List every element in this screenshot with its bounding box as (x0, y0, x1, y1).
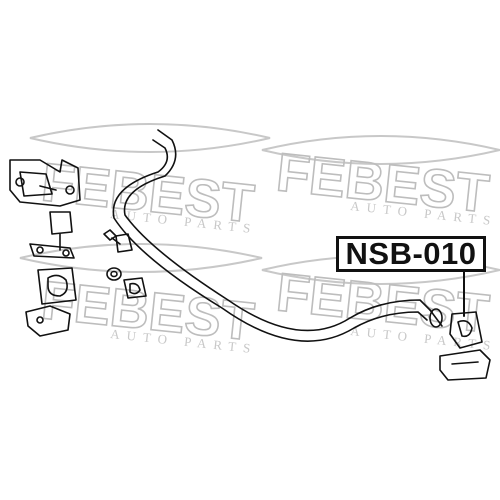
left-rubber-bushing (37, 267, 77, 305)
stabilizer-bar (123, 129, 433, 332)
watermark-emblem (261, 255, 500, 285)
left-mount-bracket (9, 159, 81, 207)
center-washer (106, 267, 122, 281)
right-stabilizer-bushing (449, 311, 483, 349)
watermark-emblem (19, 243, 263, 273)
left-bushing (29, 211, 75, 259)
center-link-bolt (103, 229, 133, 253)
center-bushing (123, 277, 147, 299)
bar-end-link (429, 308, 443, 328)
part-number-callout: NSB-010 (336, 236, 486, 272)
watermark-emblem (29, 123, 271, 153)
stabilizer-bar-inner (112, 139, 428, 342)
left-lower-clamp (25, 305, 71, 337)
watermark-emblem (261, 135, 500, 165)
right-bracket (439, 349, 491, 381)
